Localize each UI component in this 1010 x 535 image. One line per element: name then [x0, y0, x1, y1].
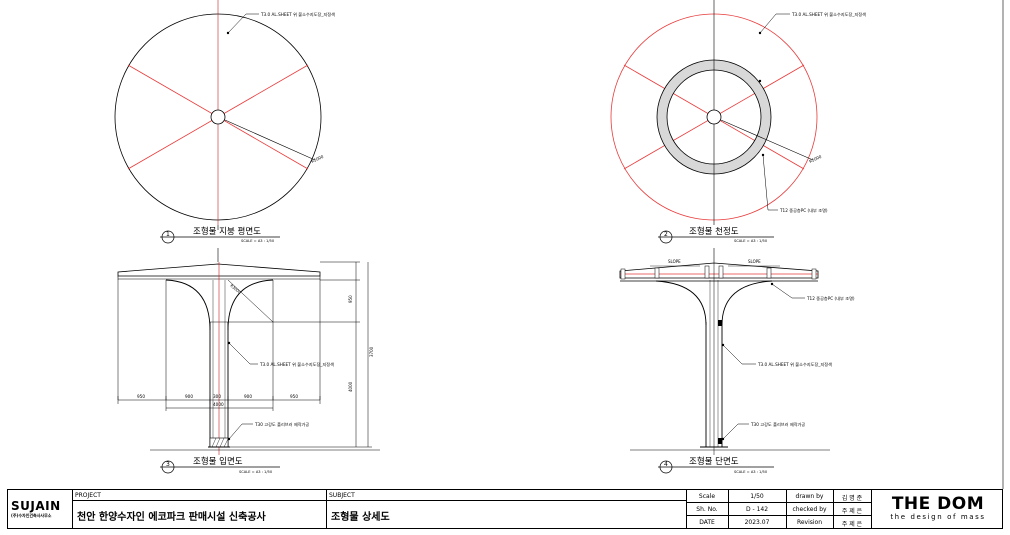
dim-width-3: 300: [213, 394, 221, 399]
slope-label-left: SLOPE: [668, 259, 681, 264]
view-number-4: 4: [664, 461, 668, 468]
view-number-1: 1: [166, 231, 170, 238]
drawn-by-value: 김 명 준: [841, 495, 863, 502]
ceiling-center-circle: [706, 109, 722, 125]
ceiling-plan-view: R5000 T12 중공층PC (내부 조명) T3.0 AL.SHEET 위 …: [610, 0, 866, 244]
revision-label: Revision: [796, 519, 823, 526]
view-number-3: 3: [166, 461, 170, 468]
steel-note-2: T30 고강도 폴리브러 제작가공: [750, 421, 805, 428]
al-sheet-note-3: T3.0 AL.SHEET 위 불소수지도장_지정색: [259, 361, 334, 368]
dim-width-5: 950: [290, 394, 298, 399]
dim-width-2: 900: [185, 394, 193, 399]
view-title-3: 조형물 입면도: [193, 456, 243, 467]
company-subname: (주)수자인건축사사무소: [11, 513, 52, 518]
date-value: 2023.07: [744, 519, 770, 526]
subject-label: SUBJECT: [329, 492, 355, 499]
radius-label: R5000: [310, 154, 324, 164]
pc-note-2: T12 중공층PC (내부 조명): [806, 295, 855, 302]
view-scale-1: SCALE = A3 : 1/50: [241, 239, 275, 243]
view-title-2: 조형물 천정도: [689, 226, 739, 237]
view-title-1: 조형물 지붕 평면도: [193, 226, 261, 237]
dim-height-top: 950: [348, 295, 353, 303]
dim-height-total: 3700: [369, 346, 374, 357]
brand-tagline: the design of mass: [890, 513, 986, 521]
revision-value: 주 제 은: [841, 521, 863, 528]
pc-note-1: T12 중공층PC (내부 조명): [779, 207, 828, 214]
slope-label-right: SLOPE: [748, 259, 761, 264]
steel-note-1: T30 고강도 폴리브러 제작가공: [254, 421, 309, 428]
company-name: SUJAIN: [11, 499, 61, 513]
roof-center-circle: [210, 109, 226, 125]
scale-label: Scale: [698, 493, 716, 500]
drawn-by-label: drawn by: [795, 493, 824, 500]
radius-label-2: R5000: [808, 154, 822, 164]
dim-width-4: 900: [244, 394, 252, 399]
view-scale-3: SCALE = A3 : 1/50: [239, 470, 273, 474]
checked-by-label: checked by: [792, 506, 827, 513]
sheet-no-value: D - 142: [745, 506, 769, 513]
dim-height-lower: 4000: [348, 381, 353, 392]
view-scale-4: SCALE = A3 : 1/50: [734, 470, 768, 474]
al-sheet-note-2: T3.0 AL.SHEET 위 불소수지도장_지정색: [791, 11, 866, 18]
scale-value: 1/50: [750, 493, 764, 500]
brand-logo: THE DOM the design of mass: [876, 496, 1000, 522]
view-scale-2: SCALE = A3 : 1/50: [734, 239, 768, 243]
view-title-4: 조형물 단면도: [689, 456, 739, 467]
company-logo: SUJAIN (주)수자인건축사사무소: [11, 499, 69, 519]
title-block: SUJAIN (주)수자인건축사사무소 PROJECT 천안 한양수자인 에코파…: [7, 489, 1003, 529]
dim-width-1: 950: [137, 394, 145, 399]
date-label: DATE: [699, 519, 715, 526]
al-sheet-note-4: T3.0 AL.SHEET 위 불소수지도장_지정색: [757, 361, 832, 368]
project-name: 천안 한양수자인 에코파크 판매시설 신축공사: [77, 512, 266, 523]
section-view: SLOPE SLOPE T12 중공층PC (내부 조명) T3.0 AL.SH…: [619, 248, 855, 474]
checked-by-value: 주 제 은: [841, 508, 863, 515]
elevation-view: R3000 950 900 300 900 950 4000: [117, 248, 380, 474]
al-sheet-note-1: T3.0 AL.SHEET 위 불소수지도장_지정색: [260, 11, 335, 18]
dim-total-width: 4000: [213, 402, 224, 407]
brand-name: THE DOM: [891, 494, 985, 514]
project-label: PROJECT: [75, 492, 101, 499]
subject-name: 조형물 상세도: [331, 512, 390, 523]
view-number-2: 2: [664, 231, 668, 238]
sheet-no-label: Sh. No.: [696, 506, 718, 513]
roof-plan-view: R5000 T3.0 AL.SHEET 위 불소수지도장_지정색 1 조형물 지…: [114, 0, 335, 244]
